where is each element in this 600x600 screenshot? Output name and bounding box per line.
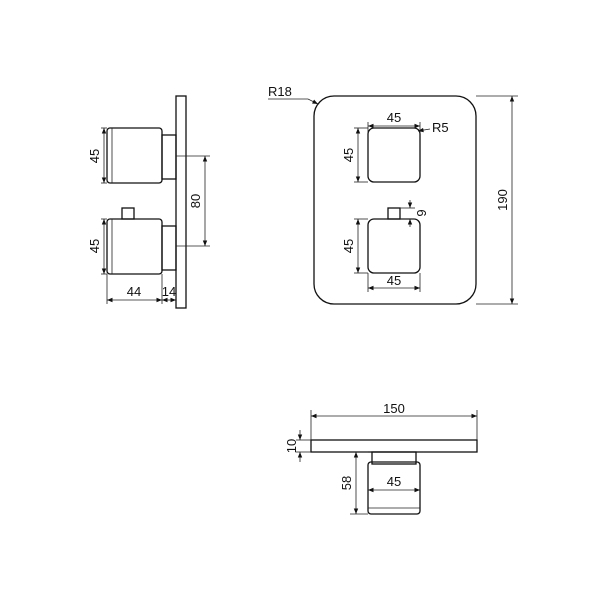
dim-front-top-knob-width: 45 [387, 110, 401, 125]
dim-side-plate-thickness: 14 [162, 284, 176, 299]
label-knob-corner-radius: R5 [432, 120, 449, 135]
side-bottom-knob-neck [161, 225, 177, 271]
side-bottom-knob [106, 218, 163, 275]
dim-top-knob-depth: 58 [339, 476, 354, 490]
dim-side-knob-spacing: 80 [188, 194, 203, 208]
dim-front-top-knob-height: 45 [341, 148, 356, 162]
top-view: 150 10 58 45 [284, 401, 478, 515]
dim-front-bottom-knob-height: 45 [341, 239, 356, 253]
top-plate [310, 439, 478, 453]
front-top-knob [367, 127, 421, 183]
front-bottom-knob [367, 218, 421, 274]
dim-side-knob-depth: 44 [127, 284, 141, 299]
front-view: R18 R5 45 45 45 45 9 190 [268, 84, 518, 305]
side-top-knob-neck [161, 134, 177, 180]
side-lever-pin [121, 207, 135, 220]
side-plate [175, 95, 187, 309]
side-view: 45 45 80 44 14 [87, 95, 210, 309]
side-top-knob [106, 127, 163, 184]
top-knob-neck [371, 451, 417, 465]
front-lever [387, 207, 401, 220]
label-plate-corner-radius: R18 [268, 84, 292, 99]
dim-front-lever-height: 9 [414, 209, 429, 216]
front-plate [313, 95, 477, 305]
dim-top-plate-width: 150 [383, 401, 405, 416]
dim-top-knob-width: 45 [387, 474, 401, 489]
dim-side-top-knob-height: 45 [87, 149, 102, 163]
dim-front-bottom-knob-width: 45 [387, 273, 401, 288]
dim-side-bottom-knob-height: 45 [87, 239, 102, 253]
dim-front-plate-height: 190 [495, 189, 510, 211]
dim-top-plate-thickness: 10 [284, 439, 299, 453]
